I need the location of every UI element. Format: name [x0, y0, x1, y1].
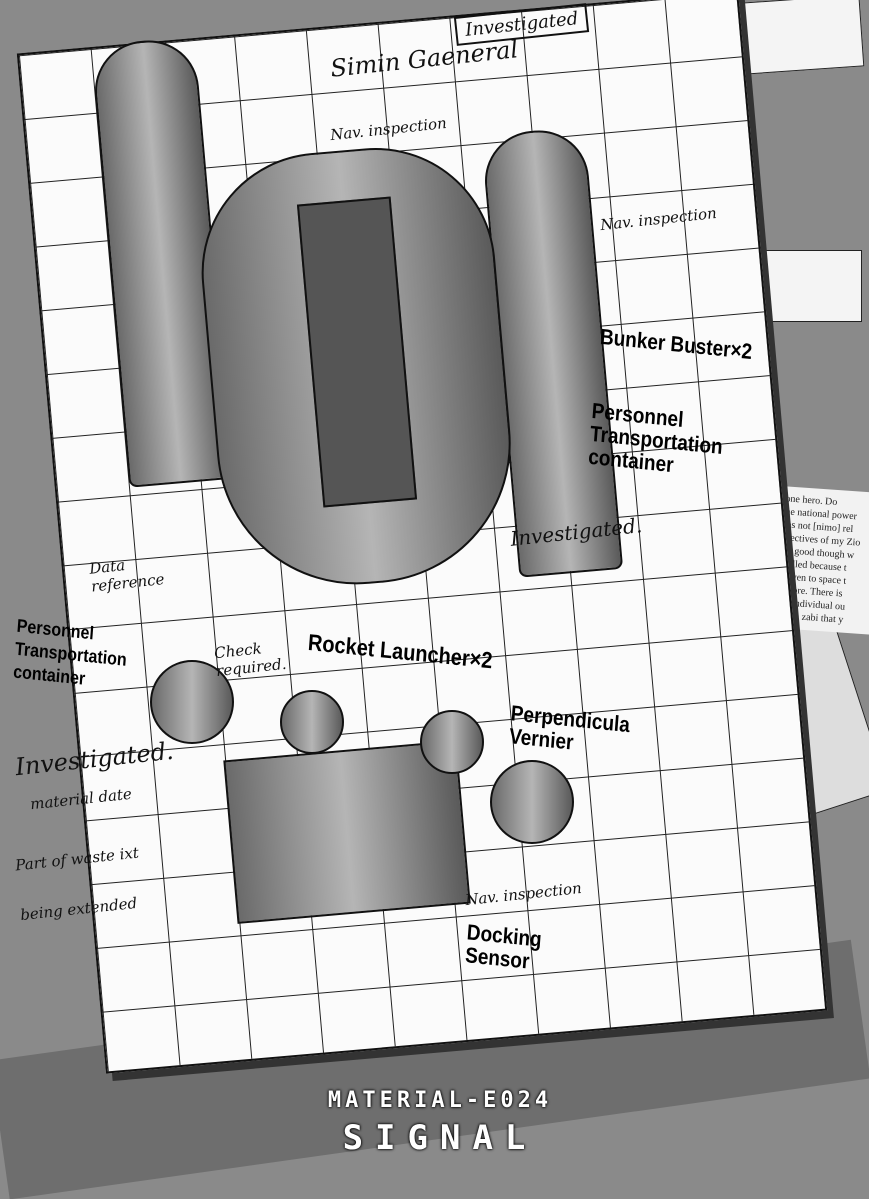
background-sheet	[750, 250, 862, 322]
rocket-pod-right	[420, 710, 484, 774]
vernier-right	[490, 760, 574, 844]
label-personnel-container-left: Personnel Transportation container	[12, 616, 128, 690]
label-personnel-container-right: Personnel Transportation container	[587, 399, 724, 478]
caption-material: MATERIAL-E024	[327, 1088, 553, 1113]
vernier-left	[150, 660, 234, 744]
label-docking-sensor: Docking Sensor	[464, 920, 543, 975]
rocket-pod-left	[280, 690, 344, 754]
caption-title: SIGNAL	[342, 1118, 538, 1158]
